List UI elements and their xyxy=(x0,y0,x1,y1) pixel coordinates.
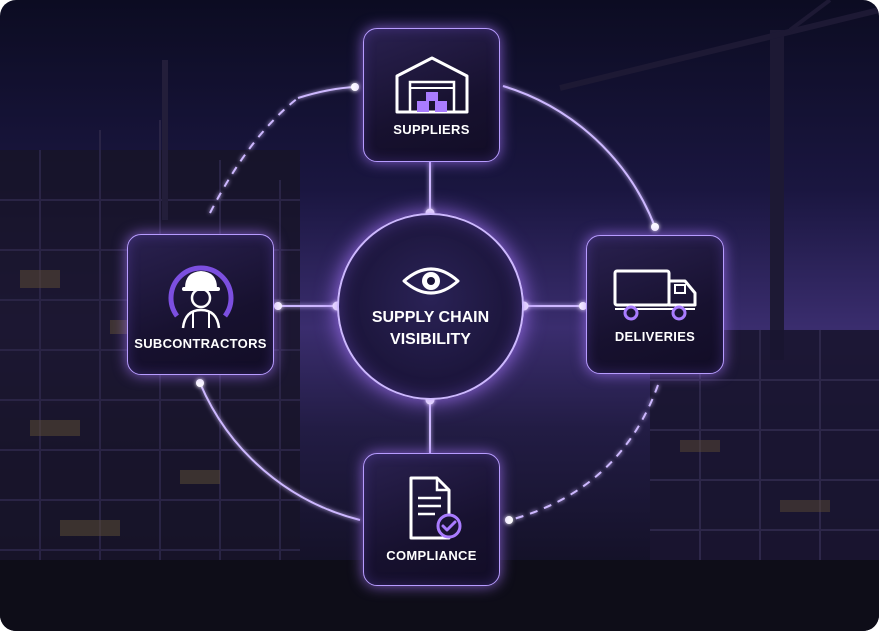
suppliers-label: SUPPLIERS xyxy=(393,121,470,137)
junction-dot xyxy=(274,302,282,310)
deliveries-node[interactable]: DELIVERIES xyxy=(586,235,724,374)
supply-chain-visibility-hub[interactable]: SUPPLY CHAIN VISIBILITY xyxy=(337,213,524,400)
eye-icon xyxy=(402,267,459,294)
ring-arc-suppliers-deliveries xyxy=(502,85,656,228)
hub-title-line2: VISIBILITY xyxy=(390,330,471,348)
junction-dot xyxy=(579,302,587,310)
ring-arc-compliance-subcontractors xyxy=(199,382,361,521)
warehouse-icon xyxy=(395,56,468,113)
ring-arc-deliveries-compliance-dashed xyxy=(509,384,659,521)
junction-dot xyxy=(196,379,204,387)
suppliers-node[interactable]: SUPPLIERS xyxy=(363,28,500,162)
compliance-node[interactable]: COMPLIANCE xyxy=(363,453,500,586)
junction-dot xyxy=(651,223,659,231)
worker-icon xyxy=(168,265,233,329)
subcontractors-label: SUBCONTRACTORS xyxy=(134,336,267,351)
truck-icon xyxy=(613,269,697,321)
subcontractors-node[interactable]: SUBCONTRACTORS xyxy=(127,234,274,375)
compliance-label: COMPLIANCE xyxy=(386,548,477,563)
ring-arc-subcontractors-suppliers-solid xyxy=(297,86,357,99)
deliveries-label: DELIVERIES xyxy=(614,329,696,344)
ring-arc-subcontractors-suppliers-dashed xyxy=(209,97,299,214)
hub-title-line1: SUPPLY CHAIN xyxy=(371,308,490,326)
junction-dot xyxy=(351,83,359,91)
junction-dot xyxy=(505,516,513,524)
document-check-icon xyxy=(409,476,461,540)
hub-title: SUPPLY CHAIN VISIBILITY xyxy=(372,307,489,351)
